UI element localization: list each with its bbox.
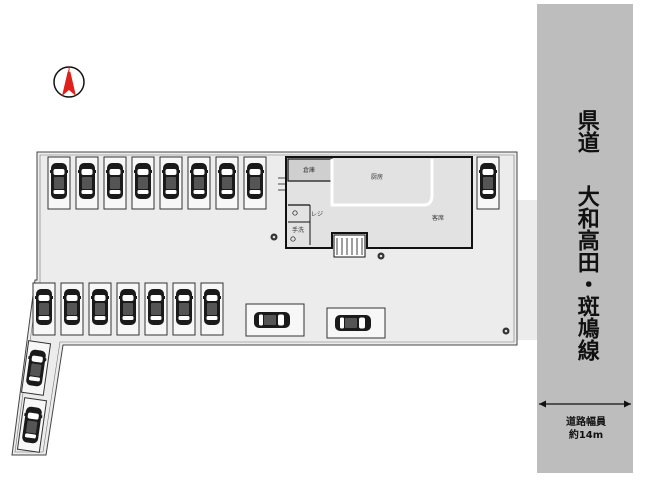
road-width: 道路幅員 約14m	[540, 416, 632, 442]
tree-icon	[502, 327, 510, 335]
parking-space	[188, 157, 210, 209]
road-name-line2: 大和高田・斑鳩線	[573, 184, 599, 361]
road-width-arrow	[539, 400, 631, 408]
parking-space	[89, 283, 111, 335]
room-dining: 客席	[432, 214, 444, 222]
parking-horizontal	[245, 303, 386, 339]
road-width-value: 約14m	[568, 430, 604, 441]
parking-space	[61, 283, 83, 335]
parking-space	[104, 157, 126, 209]
road-name: 県道 大和高田・斑鳩線	[540, 104, 632, 375]
lot-entrance	[515, 200, 537, 340]
parking-space	[160, 157, 182, 209]
room-handwash: 手洗	[292, 226, 304, 234]
room-kitchen: 厨房	[371, 173, 383, 181]
parking-space	[201, 283, 223, 335]
parking-row-middle	[33, 283, 223, 335]
parking-space	[76, 157, 98, 209]
parking-space	[216, 157, 238, 209]
parking-column-left	[16, 340, 52, 453]
parking-space	[173, 283, 195, 335]
room-storage: 倉庫	[303, 166, 315, 174]
parking-space	[145, 283, 167, 335]
north-arrow-icon: N	[53, 66, 85, 98]
parking-space	[244, 157, 266, 209]
parking-space	[132, 157, 154, 209]
building: 倉庫 厨房 レジ 手洗 客席	[278, 156, 473, 258]
svg-text:N: N	[67, 68, 71, 74]
tree-icon	[377, 252, 385, 260]
road-width-label: 道路幅員	[566, 417, 606, 428]
parking-space	[33, 283, 55, 335]
prefectural-road	[537, 4, 633, 473]
parking-space	[48, 157, 70, 209]
room-register: レジ	[311, 211, 323, 218]
road-name-line1: 県道	[573, 109, 599, 153]
parking-space-right	[477, 157, 499, 209]
parking-space	[117, 283, 139, 335]
tree-icon	[270, 233, 278, 241]
